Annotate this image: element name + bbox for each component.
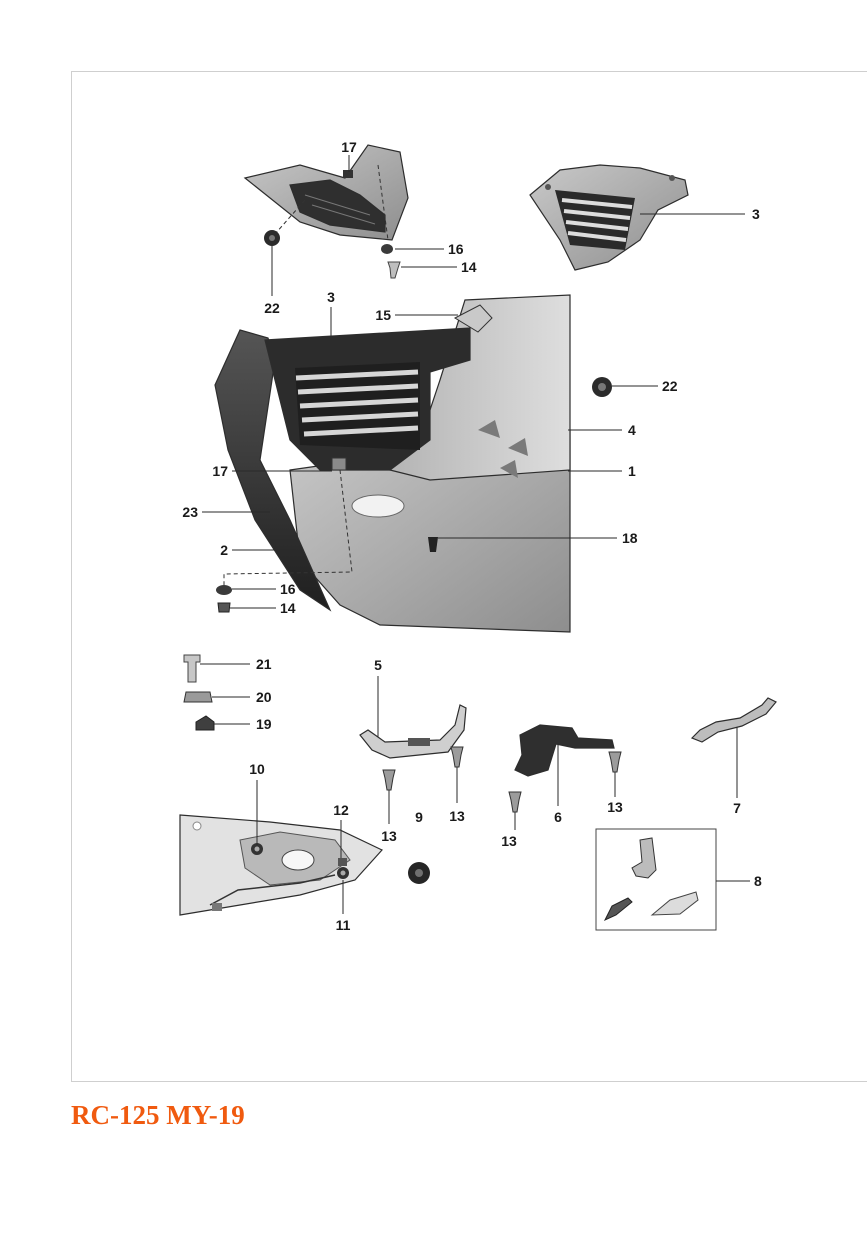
lower-cowl-assembly [214,294,612,633]
bracket-part-6 [514,724,615,777]
hardware-parts [183,654,215,731]
bracket-part-7 [690,697,777,743]
inner-panel-detail [179,814,383,916]
clip-part-12 [338,858,347,866]
callout-4: 4 [628,422,636,438]
screw-13-a [382,769,396,791]
callout-2: 2 [220,542,228,558]
callout-20: 20 [256,689,272,705]
callout-16-main: 16 [280,581,296,597]
screw-13-c [508,791,522,813]
leader-lines [200,155,750,914]
kit-part-8 [595,828,717,931]
callout-7: 7 [733,800,741,816]
nut-part-19 [195,715,215,731]
callout-11: 11 [336,917,351,933]
callout-5: 5 [374,657,382,673]
callout-labels: 17 22 16 14 3 3 15 22 4 1 17 23 2 18 16 … [182,139,762,933]
callout-17-top: 17 [341,139,357,155]
bolt-14-mini [387,261,401,279]
callout-13-c: 13 [501,833,517,849]
model-title: RC-125 MY-19 [71,1100,245,1130]
callout-15: 15 [375,307,391,323]
bolt-part-14 [217,602,231,613]
callout-14-main: 14 [280,600,296,616]
diagram-frame [71,71,867,1082]
callout-22-top: 22 [264,300,280,316]
callout-6: 6 [554,809,562,825]
side-grille-cover-part-3 [529,164,689,271]
callout-3-main: 3 [327,289,335,305]
callout-1: 1 [628,463,636,479]
callout-22-main: 22 [662,378,678,394]
callout-13-a: 13 [381,828,397,844]
screw-13-b [450,746,464,768]
mini-assembly-view [243,144,409,279]
nut-16-mini [381,244,393,254]
bracket-part-5 [359,704,467,759]
screw-13-d [608,751,622,773]
spacer-part-20 [183,691,213,703]
bolt-part-21 [183,654,201,683]
grommet-part-17-mini [343,170,353,178]
callout-13-b: 13 [449,808,465,824]
grille-louvers [295,369,419,437]
callout-13-d: 13 [607,799,623,815]
callout-19: 19 [256,716,272,732]
callout-21: 21 [256,656,272,672]
callout-8: 8 [754,873,762,889]
callout-14-top: 14 [461,259,477,275]
callout-3-right: 3 [752,206,760,222]
callout-23: 23 [182,504,198,520]
push-clip-part-18 [428,537,438,552]
pan-oval-opening [351,494,405,518]
callout-16-top: 16 [448,241,464,257]
grommet-part-17 [331,457,347,471]
callout-12: 12 [333,802,349,818]
callout-9: 9 [415,809,423,825]
nut-part-16 [216,585,232,595]
callout-18: 18 [622,530,638,546]
callout-17-main: 17 [212,463,228,479]
screws-part-13 [382,746,622,813]
callout-10: 10 [249,761,265,777]
